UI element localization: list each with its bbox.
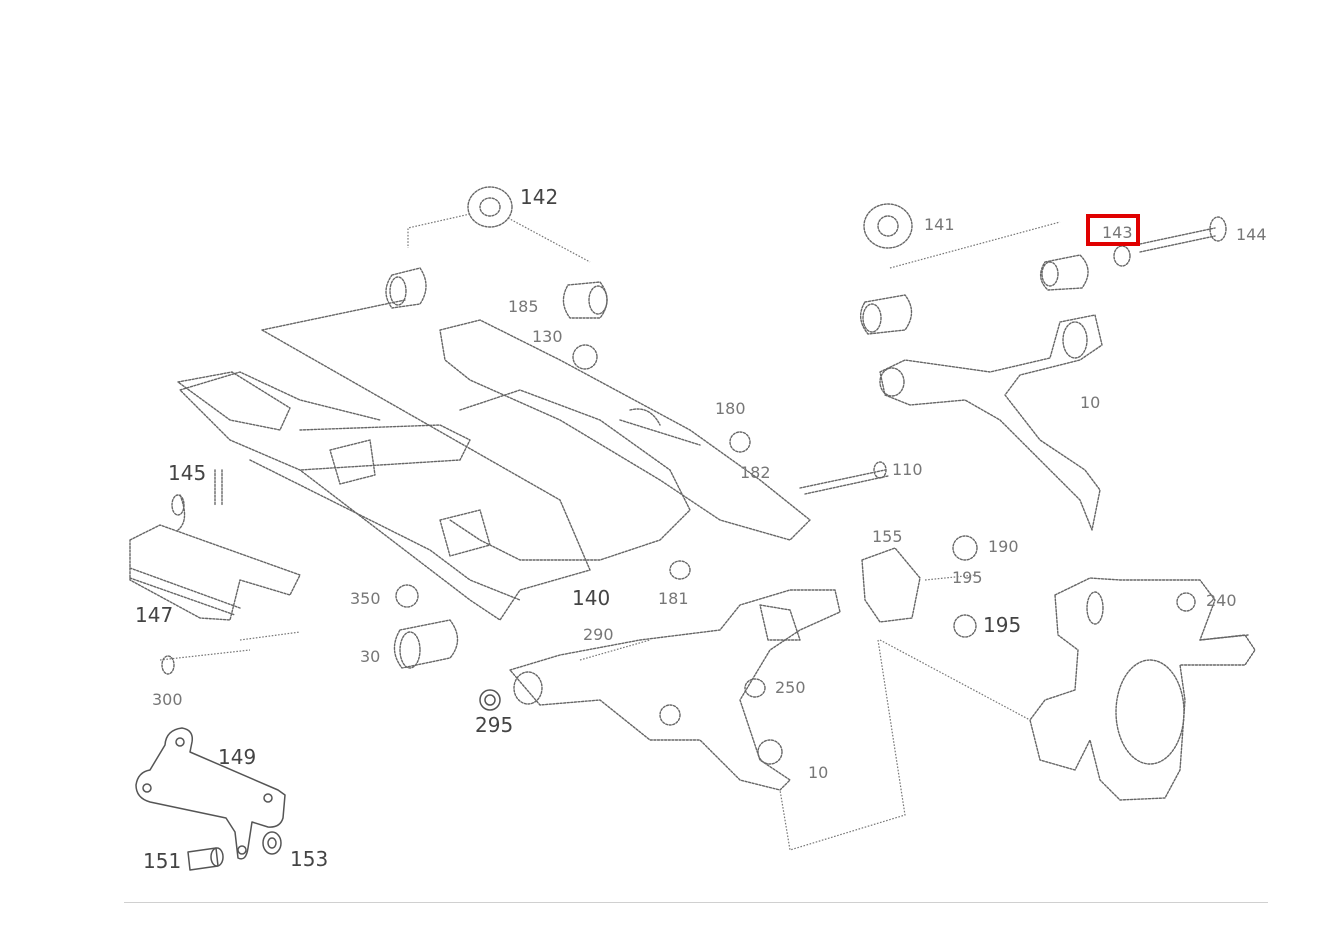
nut-190[interactable] (952, 535, 978, 561)
bushing-left-upper[interactable] (385, 267, 427, 309)
part-147-bracket[interactable] (129, 494, 301, 621)
lower-control-arm[interactable] (509, 589, 841, 791)
callout-10b: 10 (808, 763, 828, 782)
leader-knuckle (879, 639, 1031, 721)
rear-subframe[interactable] (177, 299, 811, 621)
callout-181-top: 182 (740, 463, 771, 482)
callout-290a: 290 (583, 625, 614, 644)
callout-140: 140 (572, 586, 610, 610)
callout-300: 300 (152, 690, 183, 709)
callout-142: 142 (520, 185, 558, 209)
nut-250[interactable] (744, 678, 766, 698)
nut-181[interactable] (669, 560, 691, 580)
callout-143-nut: 144 (1236, 225, 1267, 244)
part-151-bolt[interactable] (187, 847, 224, 871)
part-141-bushing[interactable] (863, 203, 1061, 269)
callout-155: 155 (872, 527, 903, 546)
callout-181: 181 (658, 589, 689, 608)
callout-190: 190 (988, 537, 1019, 556)
part-30-bushing[interactable] (393, 619, 459, 669)
part-145-bolt[interactable] (214, 469, 223, 506)
leader-290 (579, 639, 651, 661)
nut-240[interactable] (1176, 592, 1196, 612)
highlight-box-143 (1086, 214, 1140, 246)
leader-195 (924, 574, 976, 581)
callout-10: 10 (1080, 393, 1100, 412)
part-142-bushing[interactable] (407, 186, 591, 263)
callout-147: 147 (135, 603, 173, 627)
callout-180: 180 (715, 399, 746, 418)
part-110-bolt[interactable] (799, 461, 889, 495)
callout-145: 145 (168, 461, 206, 485)
part-180-bolt[interactable] (619, 408, 751, 453)
bushing-right-upper[interactable] (1040, 254, 1089, 291)
callout-185: 185 (508, 297, 539, 316)
callout-350: 350 (350, 589, 381, 608)
callout-110: 110 (892, 460, 923, 479)
callout-149: 149 (218, 745, 256, 769)
callout-240: 240 (1206, 591, 1237, 610)
callout-195-top: 195 (952, 568, 983, 587)
part-295-nut[interactable] (479, 689, 501, 711)
part-155-bracket[interactable] (861, 547, 921, 623)
wheel-carrier-knuckle[interactable] (1029, 577, 1256, 801)
callout-141: 141 (924, 215, 955, 234)
nut-small[interactable] (572, 344, 598, 370)
leader-300 (159, 631, 301, 661)
callout-130: 130 (532, 327, 563, 346)
part-153-nut[interactable] (262, 831, 282, 855)
bolt-300[interactable] (161, 655, 175, 675)
upper-control-arm-10[interactable] (879, 314, 1103, 531)
bushing-center-upper[interactable] (562, 281, 608, 319)
callout-153: 153 (290, 847, 328, 871)
nut-350[interactable] (395, 584, 419, 608)
callout-250: 250 (775, 678, 806, 697)
footer-divider (124, 902, 1268, 903)
callout-143[interactable]: 143 (1102, 223, 1133, 242)
leader-10b (779, 639, 906, 851)
callout-30: 30 (360, 647, 380, 666)
bushing-right-mid[interactable] (860, 294, 913, 335)
callout-295: 295 (475, 713, 513, 737)
callout-195: 195 (983, 613, 1021, 637)
callout-151: 151 (143, 849, 181, 873)
nut-195[interactable] (953, 614, 977, 638)
part-149-bracket[interactable] (135, 727, 286, 860)
